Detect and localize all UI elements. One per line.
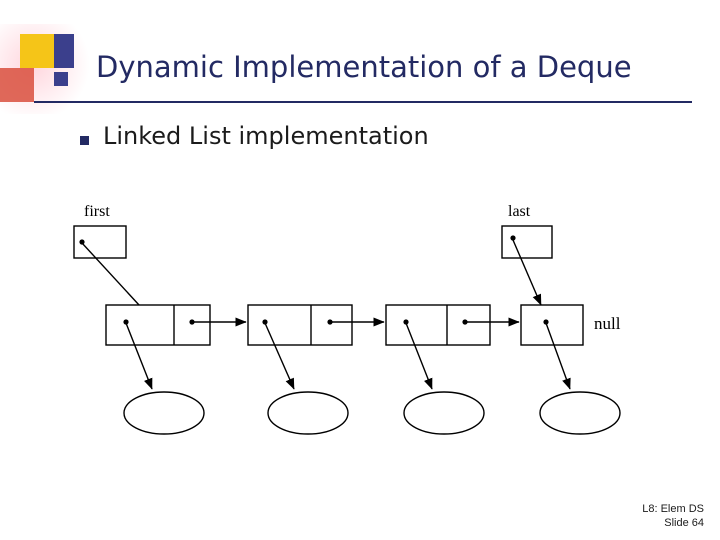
node-box-1 [105, 304, 211, 346]
node-data-dot-1 [123, 319, 129, 325]
node-data-dot-2 [262, 319, 268, 325]
node-box-3 [385, 304, 491, 346]
square-bullet-icon [80, 135, 89, 145]
node-box-4 [520, 304, 584, 346]
node-box-2 [247, 304, 353, 346]
decorative-corner-graphic [0, 24, 110, 114]
bullet-item: Linked List implementation [80, 122, 429, 150]
node-data-dot-3 [403, 319, 409, 325]
first-label: first [84, 203, 110, 220]
node-data-arrow-4 [545, 322, 571, 390]
page-title: Dynamic Implementation of a Deque [96, 50, 632, 84]
node-data-dot-4 [543, 319, 549, 325]
bullet-item-label: Linked List implementation [103, 122, 429, 150]
first-pointer-dot [79, 239, 85, 245]
last-pointer-dot [510, 235, 516, 241]
decorative-yellow-square [20, 34, 54, 68]
data-oval-1 [123, 391, 205, 435]
title-divider [34, 101, 692, 103]
data-oval-3 [403, 391, 485, 435]
decorative-blue-square [54, 72, 68, 86]
node-data-arrow-3 [405, 322, 433, 390]
first-pointer-box [73, 225, 127, 259]
null-label: null [594, 314, 621, 333]
node-next-dot-1 [189, 319, 195, 325]
last-pointer-box [501, 225, 553, 259]
node-data-arrow-2 [264, 322, 295, 390]
slide-footer: L8: Elem DS Slide 64 [642, 502, 704, 530]
last-pointer-arrow [512, 239, 542, 306]
last-label: last [508, 203, 531, 220]
decorative-blue-bar [54, 34, 74, 68]
footer-slide-number: Slide 64 [664, 517, 704, 529]
node-data-arrow-1 [125, 322, 153, 390]
decorative-red-square [0, 68, 34, 102]
first-pointer-arrow [81, 242, 152, 319]
data-oval-2 [267, 391, 349, 435]
node-next-dot-2 [327, 319, 333, 325]
data-oval-4 [539, 391, 621, 435]
footer-course-label: L8: Elem DS [642, 503, 704, 515]
node-next-dot-3 [462, 319, 468, 325]
